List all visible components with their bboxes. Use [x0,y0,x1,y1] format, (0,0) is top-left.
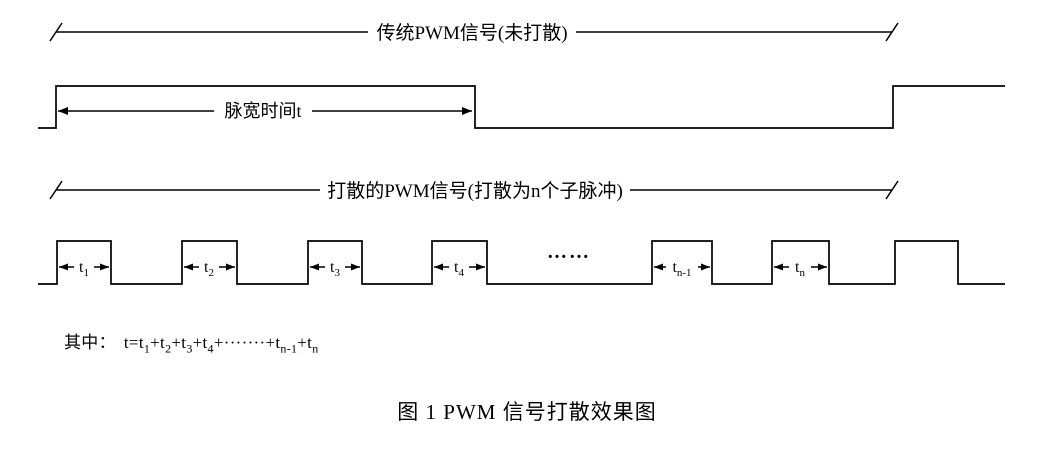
arrow-right-icon [476,263,485,271]
arrow-right-icon [462,107,472,115]
dispersed-pwm-label: 打散的PWM信号(打散为n个子脉冲) [327,180,623,202]
pulse-width-label: 脉宽时间t [224,101,301,121]
sub-pulse-t4-text: t4 [454,259,464,279]
traditional-pwm-label: 传统PWM信号(未打散) [376,22,567,44]
formula-line: 其中： t=t1+t2+t3+t4+·······+tn-1+tn [64,328,319,356]
sub-pulse-label-tn: tn [774,259,827,279]
arrow-left-icon [310,263,319,271]
waveform-dispersed: t1 t2 t3 [38,240,1005,285]
sub-pulse-label-t2: t2 [184,259,235,279]
arrow-left-icon [59,263,68,271]
pwm-timing-diagram: 传统PWM信号(未打散) 脉宽时间t 打散的PWM信号(打散为n个子脉冲) [38,20,1005,285]
sub-pulse-label-t4: t4 [434,259,485,279]
figure-caption: 图 1 PWM 信号打散效果图 [397,400,657,424]
dimension-traditional-pwm: 传统PWM信号(未打散) [49,20,899,44]
dimension-dispersed-pwm: 打散的PWM信号(打散为n个子脉冲) [49,178,899,202]
sub-pulse-label-tn-1: tn-1 [654,259,710,279]
arrow-left-icon [184,263,193,271]
waveform-traditional: 脉宽时间t [38,85,1005,129]
sub-pulse-t2-text: t2 [204,259,214,279]
dimension-tick-left [49,22,63,42]
waveform-dispersed-trace [38,240,1005,285]
dimension-tick-right [885,180,899,200]
arrow-right-icon [818,263,827,271]
sub-pulse-label-t1: t1 [59,259,109,279]
sub-pulse-t3-text: t3 [330,259,340,279]
ellipsis-dots: …… [547,241,591,263]
label-mask [214,99,312,122]
dimension-tick-left [49,180,63,200]
sub-pulse-tn-1-text: tn-1 [672,259,691,279]
label-mask [320,178,630,202]
arrow-right-icon [701,263,710,271]
sub-pulse-tn-text: tn [795,259,805,279]
sub-pulse-t1-text: t1 [79,259,89,279]
arrow-right-icon [226,263,235,271]
arrow-left-icon [774,263,783,271]
arrow-left-icon [654,263,663,271]
sub-pulse-label-t3: t3 [310,259,360,279]
pulse-width-dimension: 脉宽时间t [58,99,472,122]
arrow-right-icon [100,263,109,271]
arrow-left-icon [434,263,443,271]
dimension-tick-right [885,22,899,42]
arrow-left-icon [58,107,68,115]
formula-prefix: 其中： [64,333,116,352]
label-mask [368,20,576,44]
waveform-traditional-trace [38,85,1005,129]
arrow-right-icon [351,263,360,271]
formula-expression: t=t1+t2+t3+t4+·······+tn-1+tn [123,333,319,356]
